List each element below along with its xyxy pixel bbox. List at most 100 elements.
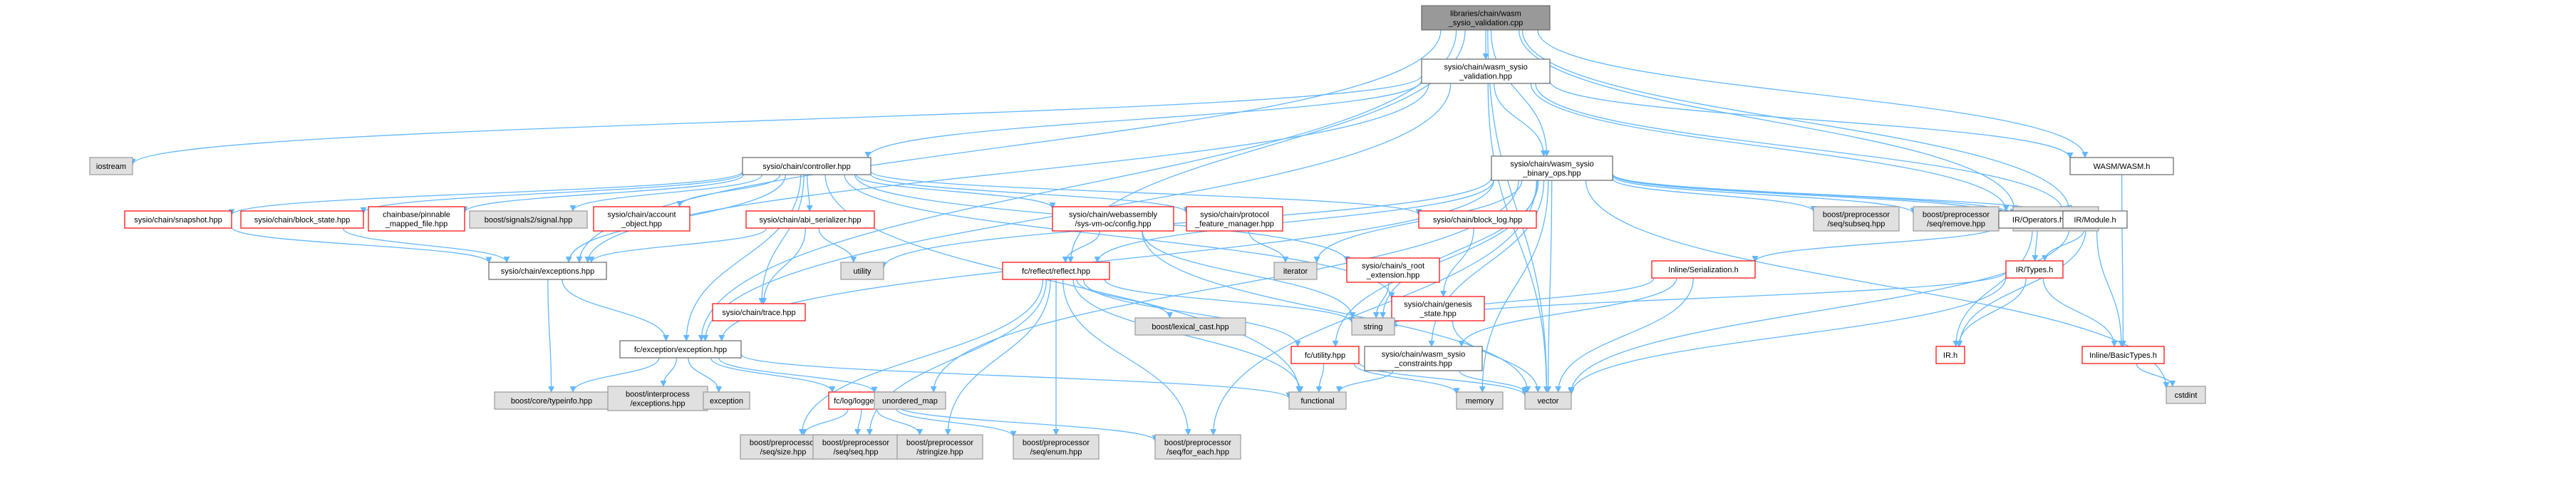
node-root[interactable]: libraries/chain/wasm_sysio_validation.cp… xyxy=(1421,5,1551,31)
node-genesis[interactable]: sysio/chain/genesis_state.hpp xyxy=(1391,296,1485,321)
node-trace[interactable]: sysio/chain/trace.hpp xyxy=(712,303,806,321)
node-box-sroot[interactable] xyxy=(1346,257,1440,283)
node-box-utility[interactable] xyxy=(840,262,884,280)
node-typeinfo[interactable]: boost/core/typeinfo.hpp xyxy=(494,391,609,410)
node-box-controller[interactable] xyxy=(742,157,871,175)
node-box-binops[interactable] xyxy=(1491,155,1613,181)
node-box-string[interactable] xyxy=(1351,317,1395,336)
node-box-genesis[interactable] xyxy=(1391,296,1485,321)
node-string[interactable]: string xyxy=(1351,317,1395,336)
node-stringize[interactable]: boost/preprocessor/stringize.hpp xyxy=(896,434,983,460)
node-box-trace[interactable] xyxy=(712,303,806,321)
node-box-functional[interactable] xyxy=(1288,391,1347,410)
node-label: sysio/chain/abi_serializer.hpp xyxy=(759,216,861,225)
node-constraints[interactable]: sysio/chain/wasm_sysio_constraints.hpp xyxy=(1364,346,1483,371)
edge-fcexception-to-interprocess xyxy=(660,357,678,387)
node-box-inlineser[interactable] xyxy=(1651,260,1756,279)
node-box-seqsize[interactable] xyxy=(740,434,827,460)
node-interprocess[interactable]: boost/interprocess/exceptions.hpp xyxy=(607,386,708,411)
node-iostream[interactable]: iostream xyxy=(89,157,133,175)
node-box-unorderedmap[interactable] xyxy=(874,391,946,410)
node-box-irh[interactable] xyxy=(1935,346,1965,364)
node-cstdint[interactable]: cstdint xyxy=(2166,386,2206,404)
node-remove[interactable]: boost/preprocessor/seq/remove.hpp xyxy=(1913,206,2000,232)
node-irh[interactable]: IR.h xyxy=(1935,346,1965,364)
node-account[interactable]: sysio/chain/account_object.hpp xyxy=(593,206,690,232)
node-iterator[interactable]: iterator xyxy=(1273,262,1318,280)
node-lexical[interactable]: boost/lexical_cast.hpp xyxy=(1134,317,1246,336)
node-wasmwasm[interactable]: WASM/WASM.h xyxy=(2069,157,2174,175)
node-box-fcutility[interactable] xyxy=(1290,346,1360,364)
node-box-root[interactable] xyxy=(1421,5,1551,31)
node-foreach[interactable]: boost/preprocessor/seq/for_each.hpp xyxy=(1154,434,1241,460)
node-box-seqseq[interactable] xyxy=(812,434,899,460)
node-box-protofm[interactable] xyxy=(1186,206,1283,232)
node-box-basictypes[interactable] xyxy=(2081,346,2165,364)
node-box-memory[interactable] xyxy=(1456,391,1504,410)
node-box-reflect[interactable] xyxy=(1002,262,1110,280)
node-binops[interactable]: sysio/chain/wasm_sysio_binary_ops.hpp xyxy=(1491,155,1613,181)
node-blocklog[interactable]: sysio/chain/block_log.hpp xyxy=(1418,210,1537,229)
node-box-pinnable[interactable] xyxy=(368,206,465,232)
node-box-signal[interactable] xyxy=(469,210,588,229)
node-box-account[interactable] xyxy=(593,206,690,232)
node-vector[interactable]: vector xyxy=(1524,391,1572,410)
node-box-stringize[interactable] xyxy=(896,434,983,460)
node-box-cstdint[interactable] xyxy=(2166,386,2206,404)
node-snapshot[interactable]: sysio/chain/snapshot.hpp xyxy=(124,210,232,229)
node-label: /seq/subseq.hpp xyxy=(1828,220,1886,229)
node-abiser[interactable]: sysio/chain/abi_serializer.hpp xyxy=(745,210,875,229)
node-utility[interactable]: utility xyxy=(840,262,884,280)
node-subseq[interactable]: boost/preprocessor/seq/subseq.hpp xyxy=(1813,206,1900,232)
node-pinnable[interactable]: chainbase/pinnable_mapped_file.hpp xyxy=(368,206,465,232)
node-basictypes[interactable]: Inline/BasicTypes.h xyxy=(2081,346,2165,364)
node-controller[interactable]: sysio/chain/controller.hpp xyxy=(742,157,871,175)
node-irtypes[interactable]: IR/Types.h xyxy=(2005,260,2064,279)
node-inlineser[interactable]: Inline/Serialization.h xyxy=(1651,260,1756,279)
node-box-lexical[interactable] xyxy=(1134,317,1246,336)
node-functional[interactable]: functional xyxy=(1288,391,1347,410)
edge-wasmval-to-controller xyxy=(864,80,1422,158)
node-box-abiser[interactable] xyxy=(745,210,875,229)
node-memory[interactable]: memory xyxy=(1456,391,1504,410)
node-label: _constraints.hpp xyxy=(1394,360,1452,369)
node-exception[interactable]: exception xyxy=(703,391,750,410)
node-unorderedmap[interactable]: unordered_map xyxy=(874,391,946,410)
node-fcutility[interactable]: fc/utility.hpp xyxy=(1290,346,1360,364)
node-blockstate[interactable]: sysio/chain/block_state.hpp xyxy=(240,210,364,229)
node-webasm[interactable]: sysio/chain/webassembly/sys-vm-oc/config… xyxy=(1052,206,1174,232)
node-box-irmodule[interactable] xyxy=(2062,210,2128,229)
node-box-seqenum[interactable] xyxy=(1013,434,1100,460)
node-protofm[interactable]: sysio/chain/protocol_feature_manager.hpp xyxy=(1186,206,1283,232)
node-fcexception[interactable]: fc/exception/exception.hpp xyxy=(619,340,742,359)
node-wasmval[interactable]: sysio/chain/wasm_sysio_validation.hpp xyxy=(1421,58,1551,84)
node-seqenum[interactable]: boost/preprocessor/seq/enum.hpp xyxy=(1013,434,1100,460)
node-box-constraints[interactable] xyxy=(1364,346,1483,371)
node-seqsize[interactable]: boost/preprocessor/seq/size.hpp xyxy=(740,434,827,460)
node-signal[interactable]: boost/signals2/signal.hpp xyxy=(469,210,588,229)
node-box-snapshot[interactable] xyxy=(124,210,232,229)
node-box-webasm[interactable] xyxy=(1052,206,1174,232)
node-box-iostream[interactable] xyxy=(89,157,133,175)
node-box-wasmval[interactable] xyxy=(1421,58,1551,84)
node-box-fcexception[interactable] xyxy=(619,340,742,359)
node-seqseq[interactable]: boost/preprocessor/seq/seq.hpp xyxy=(812,434,899,460)
node-exceptions[interactable]: sysio/chain/exceptions.hpp xyxy=(488,262,607,280)
node-box-foreach[interactable] xyxy=(1154,434,1241,460)
node-box-typeinfo[interactable] xyxy=(494,391,609,410)
node-reflect[interactable]: fc/reflect/reflect.hpp xyxy=(1002,262,1110,280)
node-box-iterator[interactable] xyxy=(1273,262,1318,280)
node-box-blocklog[interactable] xyxy=(1418,210,1537,229)
edge-irmodule-to-basictypes xyxy=(2096,227,2125,347)
node-label: sysio/chain/wasm_sysio xyxy=(1382,351,1465,359)
node-box-subseq[interactable] xyxy=(1813,206,1900,232)
node-box-vector[interactable] xyxy=(1524,391,1572,410)
node-box-blockstate[interactable] xyxy=(240,210,364,229)
node-box-irtypes[interactable] xyxy=(2005,260,2064,279)
node-box-exceptions[interactable] xyxy=(488,262,607,280)
node-box-interprocess[interactable] xyxy=(607,386,708,411)
node-box-exception[interactable] xyxy=(703,391,750,410)
node-box-wasmwasm[interactable] xyxy=(2069,157,2174,175)
node-sroot[interactable]: sysio/chain/s_root_extension.hpp xyxy=(1346,257,1440,283)
node-irmodule[interactable]: IR/Module.h xyxy=(2062,210,2128,229)
